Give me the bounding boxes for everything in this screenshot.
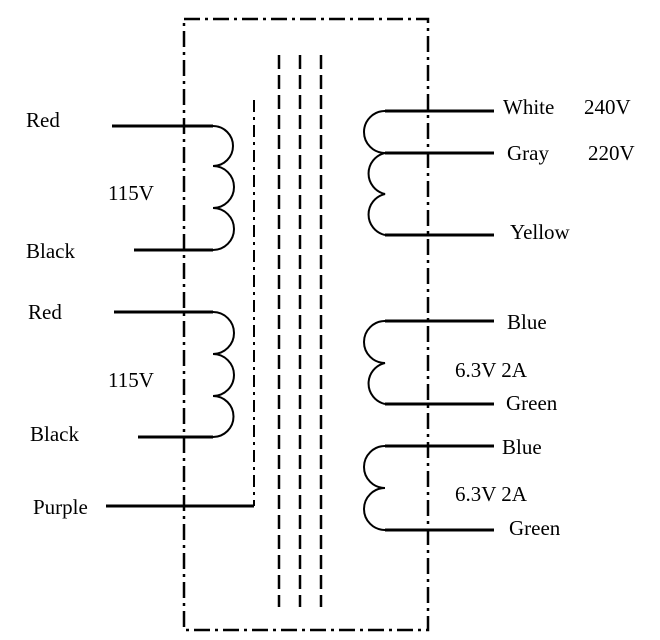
primary-2-voltage-label: 115V bbox=[108, 368, 154, 392]
fil2-rating-label: 6.3V 2A bbox=[455, 482, 528, 506]
hv-top-voltage-label: 240V bbox=[584, 95, 631, 119]
hv-coil bbox=[363, 110, 386, 236]
enclosure-frame bbox=[182, 17, 430, 632]
primary-winding-1 bbox=[112, 124, 235, 252]
hv-tap-voltage-label: 220V bbox=[588, 141, 635, 165]
hv-bottom-wire-label: Yellow bbox=[510, 220, 571, 244]
secondary-hv-winding bbox=[363, 109, 494, 237]
fil2-top-wire-label: Blue bbox=[502, 435, 542, 459]
primary-1-voltage-label: 115V bbox=[108, 181, 154, 205]
primary-1-coil bbox=[212, 125, 235, 251]
hv-top-wire-label: White bbox=[503, 95, 554, 119]
fil1-top-wire-label: Blue bbox=[507, 310, 547, 334]
fil1-bottom-wire-label: Green bbox=[506, 391, 558, 415]
shield-wire-label: Purple bbox=[33, 495, 88, 519]
hv-tap-wire-label: Gray bbox=[507, 141, 549, 165]
fil2-bottom-wire-label: Green bbox=[509, 516, 561, 540]
secondary-filament-winding-2 bbox=[363, 444, 494, 532]
fil1-coil bbox=[363, 320, 386, 405]
secondary-filament-winding-1 bbox=[363, 319, 494, 406]
fil2-coil bbox=[363, 445, 386, 531]
fil1-rating-label: 6.3V 2A bbox=[455, 358, 528, 382]
primary-2-top-wire-label: Red bbox=[28, 300, 62, 324]
primary-1-bottom-wire-label: Black bbox=[26, 239, 75, 263]
primary-winding-2 bbox=[114, 310, 235, 439]
primary-2-bottom-wire-label: Black bbox=[30, 422, 79, 446]
primary-2-coil bbox=[212, 311, 235, 438]
primary-1-top-wire-label: Red bbox=[26, 108, 60, 132]
